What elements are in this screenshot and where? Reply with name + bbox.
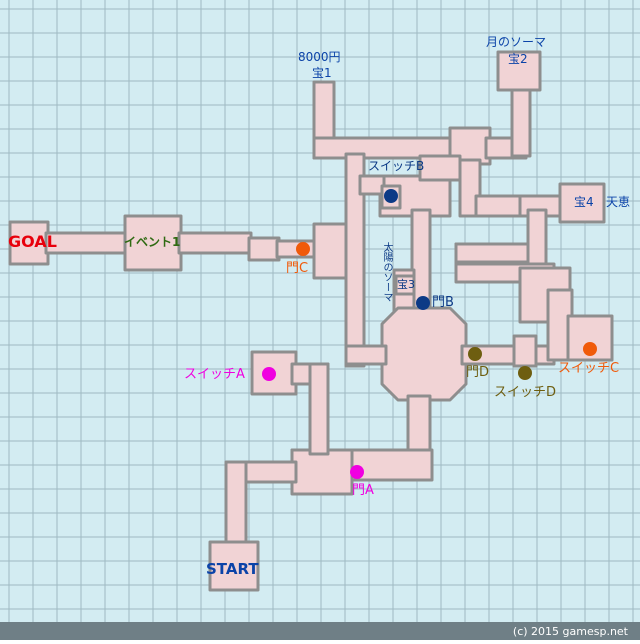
- event-room: [123, 214, 183, 272]
- gate-d-label: 門D: [466, 365, 490, 380]
- copyright-text: (c) 2015 gamesp.net: [512, 625, 628, 638]
- switch-b-link: [358, 174, 386, 196]
- dungeon-floor: [8, 50, 614, 592]
- chest4-room: [558, 182, 606, 224]
- gate-d-marker: [468, 347, 482, 361]
- gate-c-room: [312, 222, 352, 280]
- switch-b-marker: [384, 189, 398, 203]
- east-loop-right: [526, 208, 548, 266]
- event1-label: イベント1: [124, 235, 181, 249]
- gate-c-marker: [296, 242, 310, 256]
- gate-c-label: 門C: [286, 261, 309, 276]
- footer-bar: [0, 622, 640, 640]
- start-room: [208, 540, 260, 592]
- gate-c-alcove: [247, 236, 281, 262]
- gold-label: 8000円: [298, 50, 341, 64]
- west-corridor-2: [177, 231, 253, 255]
- switch-c-label: スイッチC: [558, 361, 620, 376]
- west-corridor: [44, 231, 128, 255]
- spine-west: [344, 152, 366, 368]
- gate-a-marker: [350, 465, 364, 479]
- goal-label: GOAL: [8, 232, 57, 251]
- start-corridor: [224, 460, 248, 548]
- gate-b-marker: [416, 296, 430, 310]
- hall-west-link: [344, 344, 388, 366]
- chest4-label: 宝4: [574, 195, 594, 209]
- switch-a-marker: [262, 367, 276, 381]
- start-label: START: [206, 560, 259, 578]
- sun-soma-label: 太陽のソーマ: [381, 242, 392, 302]
- chest2-label: 宝2: [508, 52, 528, 66]
- moon-soma-label: 月のソーマ: [486, 35, 547, 49]
- south-room-west: [290, 448, 354, 496]
- chest2-corridor: [510, 84, 532, 158]
- gate-a-label: 門A: [352, 483, 374, 498]
- switch-a-down: [308, 362, 330, 456]
- switch-c-marker: [583, 342, 597, 356]
- switch-b-label: スイッチB: [368, 159, 425, 173]
- spine-north: [418, 154, 462, 182]
- switch-d-label: スイッチD: [494, 385, 557, 400]
- chest1-label: 宝1: [312, 66, 332, 80]
- switch-a-label: スイッチA: [184, 367, 245, 382]
- gate-b-label: 門B: [432, 295, 454, 310]
- chest3-label: 宝3: [397, 278, 415, 291]
- switch-d-marker: [518, 366, 532, 380]
- switch-d-link: [512, 334, 538, 368]
- central-hall: [380, 306, 468, 402]
- tenkei-label: 天恵: [606, 195, 631, 209]
- chest3-alcove: [394, 274, 416, 296]
- chest2-room: [496, 50, 542, 92]
